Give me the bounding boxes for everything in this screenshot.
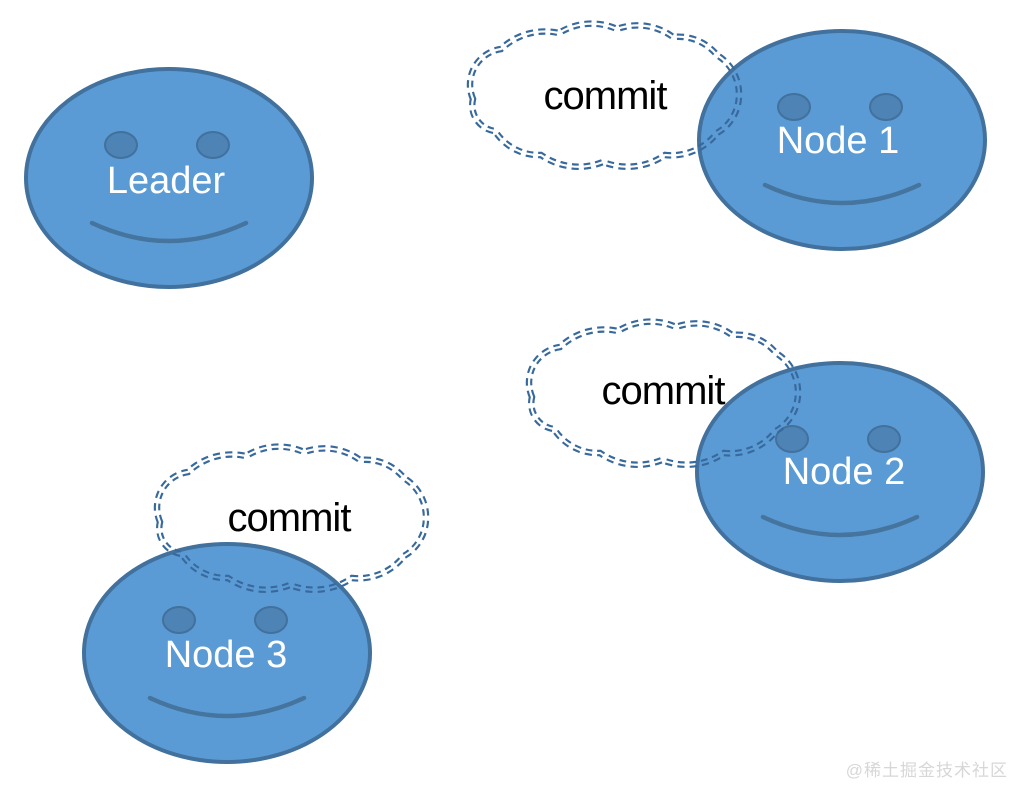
node1-face-icon	[697, 29, 987, 251]
commit-message-node2: commit	[601, 369, 726, 413]
node1-left-eye	[777, 93, 811, 121]
node1-label: Node 1	[776, 120, 900, 162]
node1-head	[697, 29, 987, 251]
node2-left-eye	[775, 425, 809, 453]
node3-right-eye	[254, 606, 288, 634]
node3-smile	[147, 695, 307, 719]
node3-face-icon	[82, 542, 372, 764]
node3-left-eye	[162, 606, 196, 634]
leader-right-eye	[196, 131, 230, 159]
commit-message-node3: commit	[227, 496, 352, 540]
leader-face-icon	[24, 67, 314, 289]
node2-label: Node 2	[782, 451, 906, 493]
node3-label: Node 3	[164, 634, 288, 676]
node2-face-icon	[695, 361, 985, 583]
watermark: @稀土掘金技术社区	[845, 761, 1008, 780]
leader-label: Leader	[106, 160, 226, 202]
leader-smile	[89, 220, 249, 244]
node1-right-eye	[869, 93, 903, 121]
commit-message-node1: commit	[543, 74, 668, 118]
leader-head	[24, 67, 314, 289]
node1-smile	[762, 182, 922, 206]
leader-left-eye	[104, 131, 138, 159]
node3-head	[82, 542, 372, 764]
node2-right-eye	[867, 425, 901, 453]
node2-head	[695, 361, 985, 583]
node2-smile	[760, 514, 920, 538]
